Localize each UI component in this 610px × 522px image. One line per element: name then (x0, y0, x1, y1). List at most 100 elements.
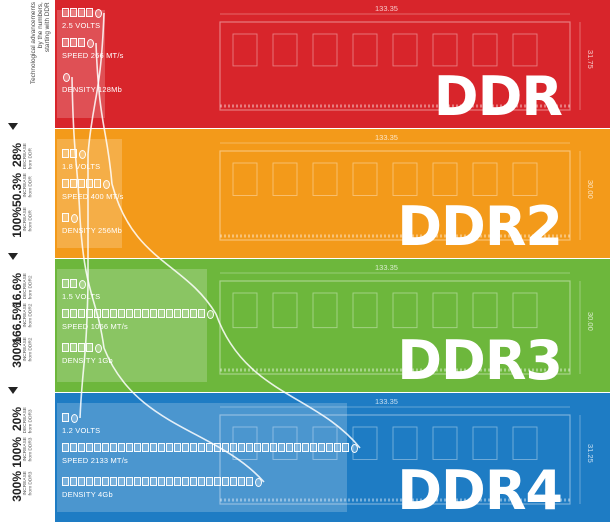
memory-chip (272, 292, 298, 329)
memory-chip (392, 426, 418, 460)
speed-unit-box (134, 443, 141, 452)
density-unit-box (94, 477, 101, 486)
density-unit-box (110, 477, 117, 486)
density-unit-box (158, 477, 165, 486)
speed-unit-box (150, 309, 157, 318)
speed-unit-box (198, 309, 205, 318)
ddr4-height-label: 31.25 (586, 443, 595, 463)
speed-unit-box (70, 38, 77, 47)
ddr-density-label: DENSITY 128Mb (62, 85, 122, 94)
ddr3-height-label: 30.00 (586, 311, 595, 331)
speed-unit-box (70, 309, 77, 318)
density-unit-box (206, 477, 213, 486)
voltage-unit-box (62, 8, 69, 17)
speed-unit-box (126, 443, 133, 452)
ddr-speed-label: SPEED 266 MT/s (62, 51, 124, 60)
ddr-voltage-boxes (62, 8, 102, 18)
ddr4-voltage-boxes (62, 413, 78, 423)
memory-chip (472, 426, 498, 460)
intro-caption: Technological advancements by the number… (0, 2, 55, 118)
speed-unit-box (334, 443, 341, 452)
stat-caption: INCREASE from DDR2 (23, 337, 34, 362)
speed-unit-box (78, 38, 85, 47)
memory-chip (512, 162, 538, 196)
density-unit-box (78, 343, 85, 352)
density-unit-box (126, 477, 133, 486)
speed-connector-dot (351, 444, 358, 453)
ddr3-speed-boxes (62, 309, 214, 319)
density-unit-box (238, 477, 245, 486)
speed-unit-box (110, 309, 117, 318)
memory-chip (272, 33, 298, 67)
ddr3-stat-0: 16.6%DECREASE from DDR2 (0, 273, 55, 307)
ddr4-title: DDR4 (397, 459, 563, 522)
stat-percent: 20% (10, 407, 24, 432)
speed-unit-box (310, 443, 317, 452)
density-unit-box (150, 477, 157, 486)
density-connector-dot (63, 73, 70, 82)
speed-unit-box (206, 443, 213, 452)
voltage-unit-box (86, 8, 93, 17)
speed-unit-box (78, 179, 85, 188)
ddr4-stat-1: 100%INCREASE from DDR3 (0, 437, 55, 468)
voltage-unit-box (70, 8, 77, 17)
ddr-title: DDR (433, 65, 563, 128)
memory-chip (352, 292, 378, 329)
density-unit-box (62, 213, 69, 222)
ddr4-down-arrow (8, 387, 18, 394)
ddr3-length-label: 133.35 (375, 263, 398, 272)
ddr-length-label: 133.35 (375, 4, 398, 13)
density-unit-box (174, 477, 181, 486)
voltage-unit-box (70, 149, 77, 158)
speed-unit-box (62, 443, 69, 452)
memory-chip (512, 426, 538, 460)
speed-unit-box (270, 443, 277, 452)
speed-unit-box (70, 443, 77, 452)
speed-unit-box (190, 443, 197, 452)
memory-chip (352, 33, 378, 67)
ddr3-stat-2: 300%INCREASE from DDR2 (0, 337, 55, 368)
density-unit-box (230, 477, 237, 486)
speed-unit-box (110, 443, 117, 452)
voltage-connector-dot (71, 414, 78, 423)
speed-unit-box (78, 443, 85, 452)
speed-unit-box (94, 179, 101, 188)
module-outline (219, 21, 571, 111)
memory-chip (392, 33, 418, 67)
voltage-connector-dot (79, 280, 86, 289)
ddr2-speed-boxes (62, 179, 110, 189)
voltage-unit-box (62, 279, 69, 288)
speed-unit-box (230, 443, 237, 452)
ddr4-density-label: DENSITY 4Gb (62, 490, 113, 499)
density-unit-box (246, 477, 253, 486)
speed-unit-box (166, 309, 173, 318)
ddr2-stat-2: 100%INCREASE from DDR (0, 207, 55, 238)
density-unit-box (134, 477, 141, 486)
voltage-connector-dot (95, 9, 102, 18)
memory-chip (272, 162, 298, 196)
speed-unit-box (190, 309, 197, 318)
speed-unit-box (62, 309, 69, 318)
ddr2-voltage-boxes (62, 149, 86, 159)
ddr-voltage-label: 2.5 VOLTS (62, 21, 101, 30)
memory-chip (352, 162, 378, 196)
ddr4-stat-0: 20%DECREASE from DDR3 (0, 407, 55, 437)
stat-percent: 300% (10, 471, 24, 502)
stat-caption: DECREASE from DDR (23, 143, 34, 170)
ddr2-length-label: 133.35 (375, 133, 398, 142)
speed-unit-box (198, 443, 205, 452)
memory-chip (232, 33, 258, 67)
density-connector-dot (71, 214, 78, 223)
speed-unit-box (134, 309, 141, 318)
speed-unit-box (262, 443, 269, 452)
ddr4-length-label: 133.35 (375, 397, 398, 406)
density-unit-box (198, 477, 205, 486)
speed-unit-box (294, 443, 301, 452)
stat-percent: 100% (10, 437, 24, 468)
speed-unit-box (254, 443, 261, 452)
ddr4-density-boxes (62, 477, 262, 487)
speed-unit-box (166, 443, 173, 452)
ddr4-speed-label: SPEED 2133 MT/s (62, 456, 128, 465)
